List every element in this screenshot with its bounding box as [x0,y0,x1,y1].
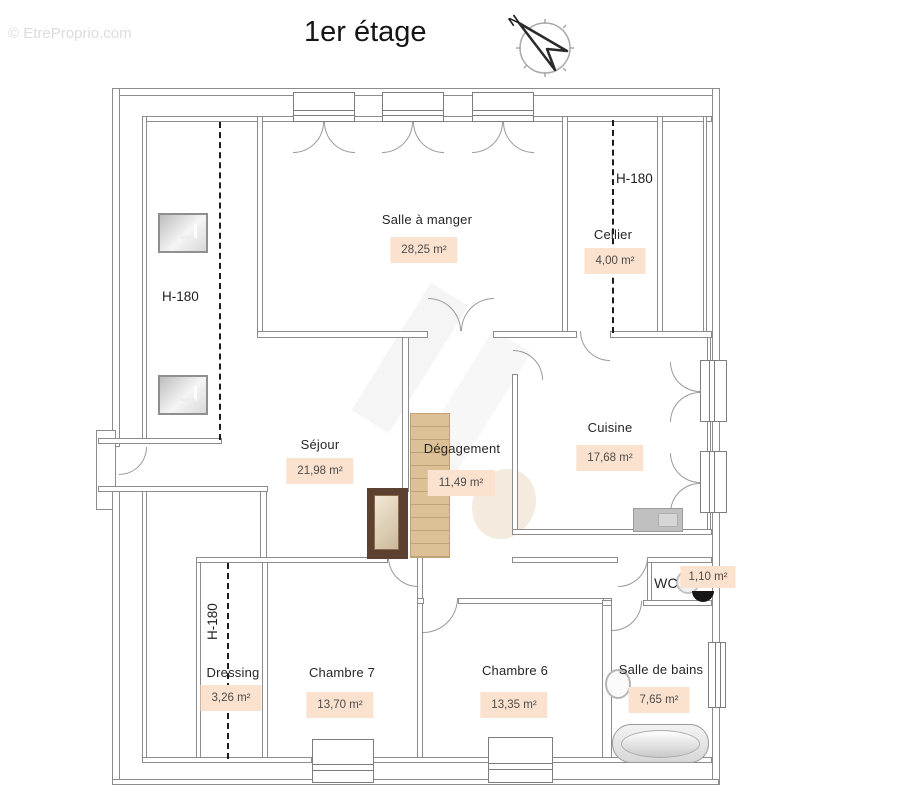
window [700,451,727,513]
stair-landing [367,488,408,559]
wall [112,487,120,785]
wall [657,116,663,337]
window [293,92,355,122]
wall [602,600,612,606]
page-title: 1er étage [304,16,427,48]
room-area-dressing: 3,26 m² [200,685,262,711]
height-limit-line [227,563,229,759]
compass-icon: N [505,12,574,77]
room-area-salle-de-bains: 7,65 m² [628,687,690,713]
wall [402,335,409,492]
svg-text:N: N [505,12,521,30]
window [700,360,727,422]
room-area-chambre-6: 13,35 m² [480,692,548,718]
wall [562,116,568,337]
toilet-icon [692,591,714,602]
room-label-degagement: Dégagement [423,441,501,456]
door-arc [513,350,543,380]
wall [512,374,518,535]
room-area-sejour: 21,98 m² [286,458,354,484]
room-label-salle-a-manger: Salle à manger [381,212,473,227]
wall [196,557,388,563]
window-swing-arc [413,122,444,153]
height-label: H-180 [162,289,199,304]
window-swing-arc [324,122,355,153]
height-label: H-180 [205,603,220,640]
wall [493,331,577,338]
window [472,92,534,122]
bathroom-sink [605,669,631,699]
wall [703,116,707,337]
wall [142,116,147,442]
window [488,737,553,783]
double-door-arc [461,298,494,331]
window [312,739,374,783]
wall [257,116,263,337]
height-label: H-180 [616,171,653,186]
wall [98,438,222,444]
room-area-wc: 1,10 m² [680,566,736,588]
wall [647,557,652,602]
window [708,642,726,708]
wall [260,488,267,561]
wall [112,779,719,785]
door-arc [618,557,648,587]
window-swing-arc [670,362,700,392]
door-arc [580,331,610,361]
window-swing-arc [670,392,700,422]
window-swing-arc [293,122,324,153]
room-label-dressing: Dressing [206,665,260,680]
height-limit-line [219,122,221,440]
room-label-cellier: Cellier [593,227,633,242]
entry-door-arc [119,447,147,475]
wall [112,88,120,447]
window-swing-arc [472,122,503,153]
bathtub [612,724,709,763]
wall [142,490,147,761]
wall [647,557,712,563]
wall [262,557,268,761]
room-label-salle-de-bains: Salle de bains [618,662,704,677]
wall [373,757,489,763]
wall [458,598,604,604]
door-arc [612,601,642,631]
wall [98,486,268,492]
room-label-chambre-7: Chambre 7 [308,665,376,680]
window [382,92,444,122]
window-swing-arc [670,453,700,483]
wall [512,529,712,535]
wall [257,331,428,338]
room-label-chambre-6: Chambre 6 [481,663,549,678]
window-swing-arc [503,122,534,153]
room-area-cuisine: 17,68 m² [576,445,644,471]
wall [196,557,201,761]
skylight [158,213,208,253]
kitchen-sink [633,508,683,532]
height-limit-line [612,120,614,333]
wall [643,600,712,606]
wall [512,557,618,563]
room-area-salle-a-manger: 28,25 m² [390,237,458,263]
wall [417,557,423,761]
room-area-degagement: 11,49 m² [427,470,495,496]
door-arc [423,598,458,633]
site-watermark-text: © EtreProprio.com [8,25,132,42]
window-swing-arc [382,122,413,153]
room-area-cellier: 4,00 m² [584,248,646,274]
wall [610,331,712,338]
room-label-wc: WC [654,575,678,591]
room-area-chambre-7: 13,70 m² [306,692,374,718]
room-label-cuisine: Cuisine [587,420,633,435]
room-label-sejour: Séjour [300,437,340,452]
skylight [158,375,208,415]
door-arc [388,557,418,587]
